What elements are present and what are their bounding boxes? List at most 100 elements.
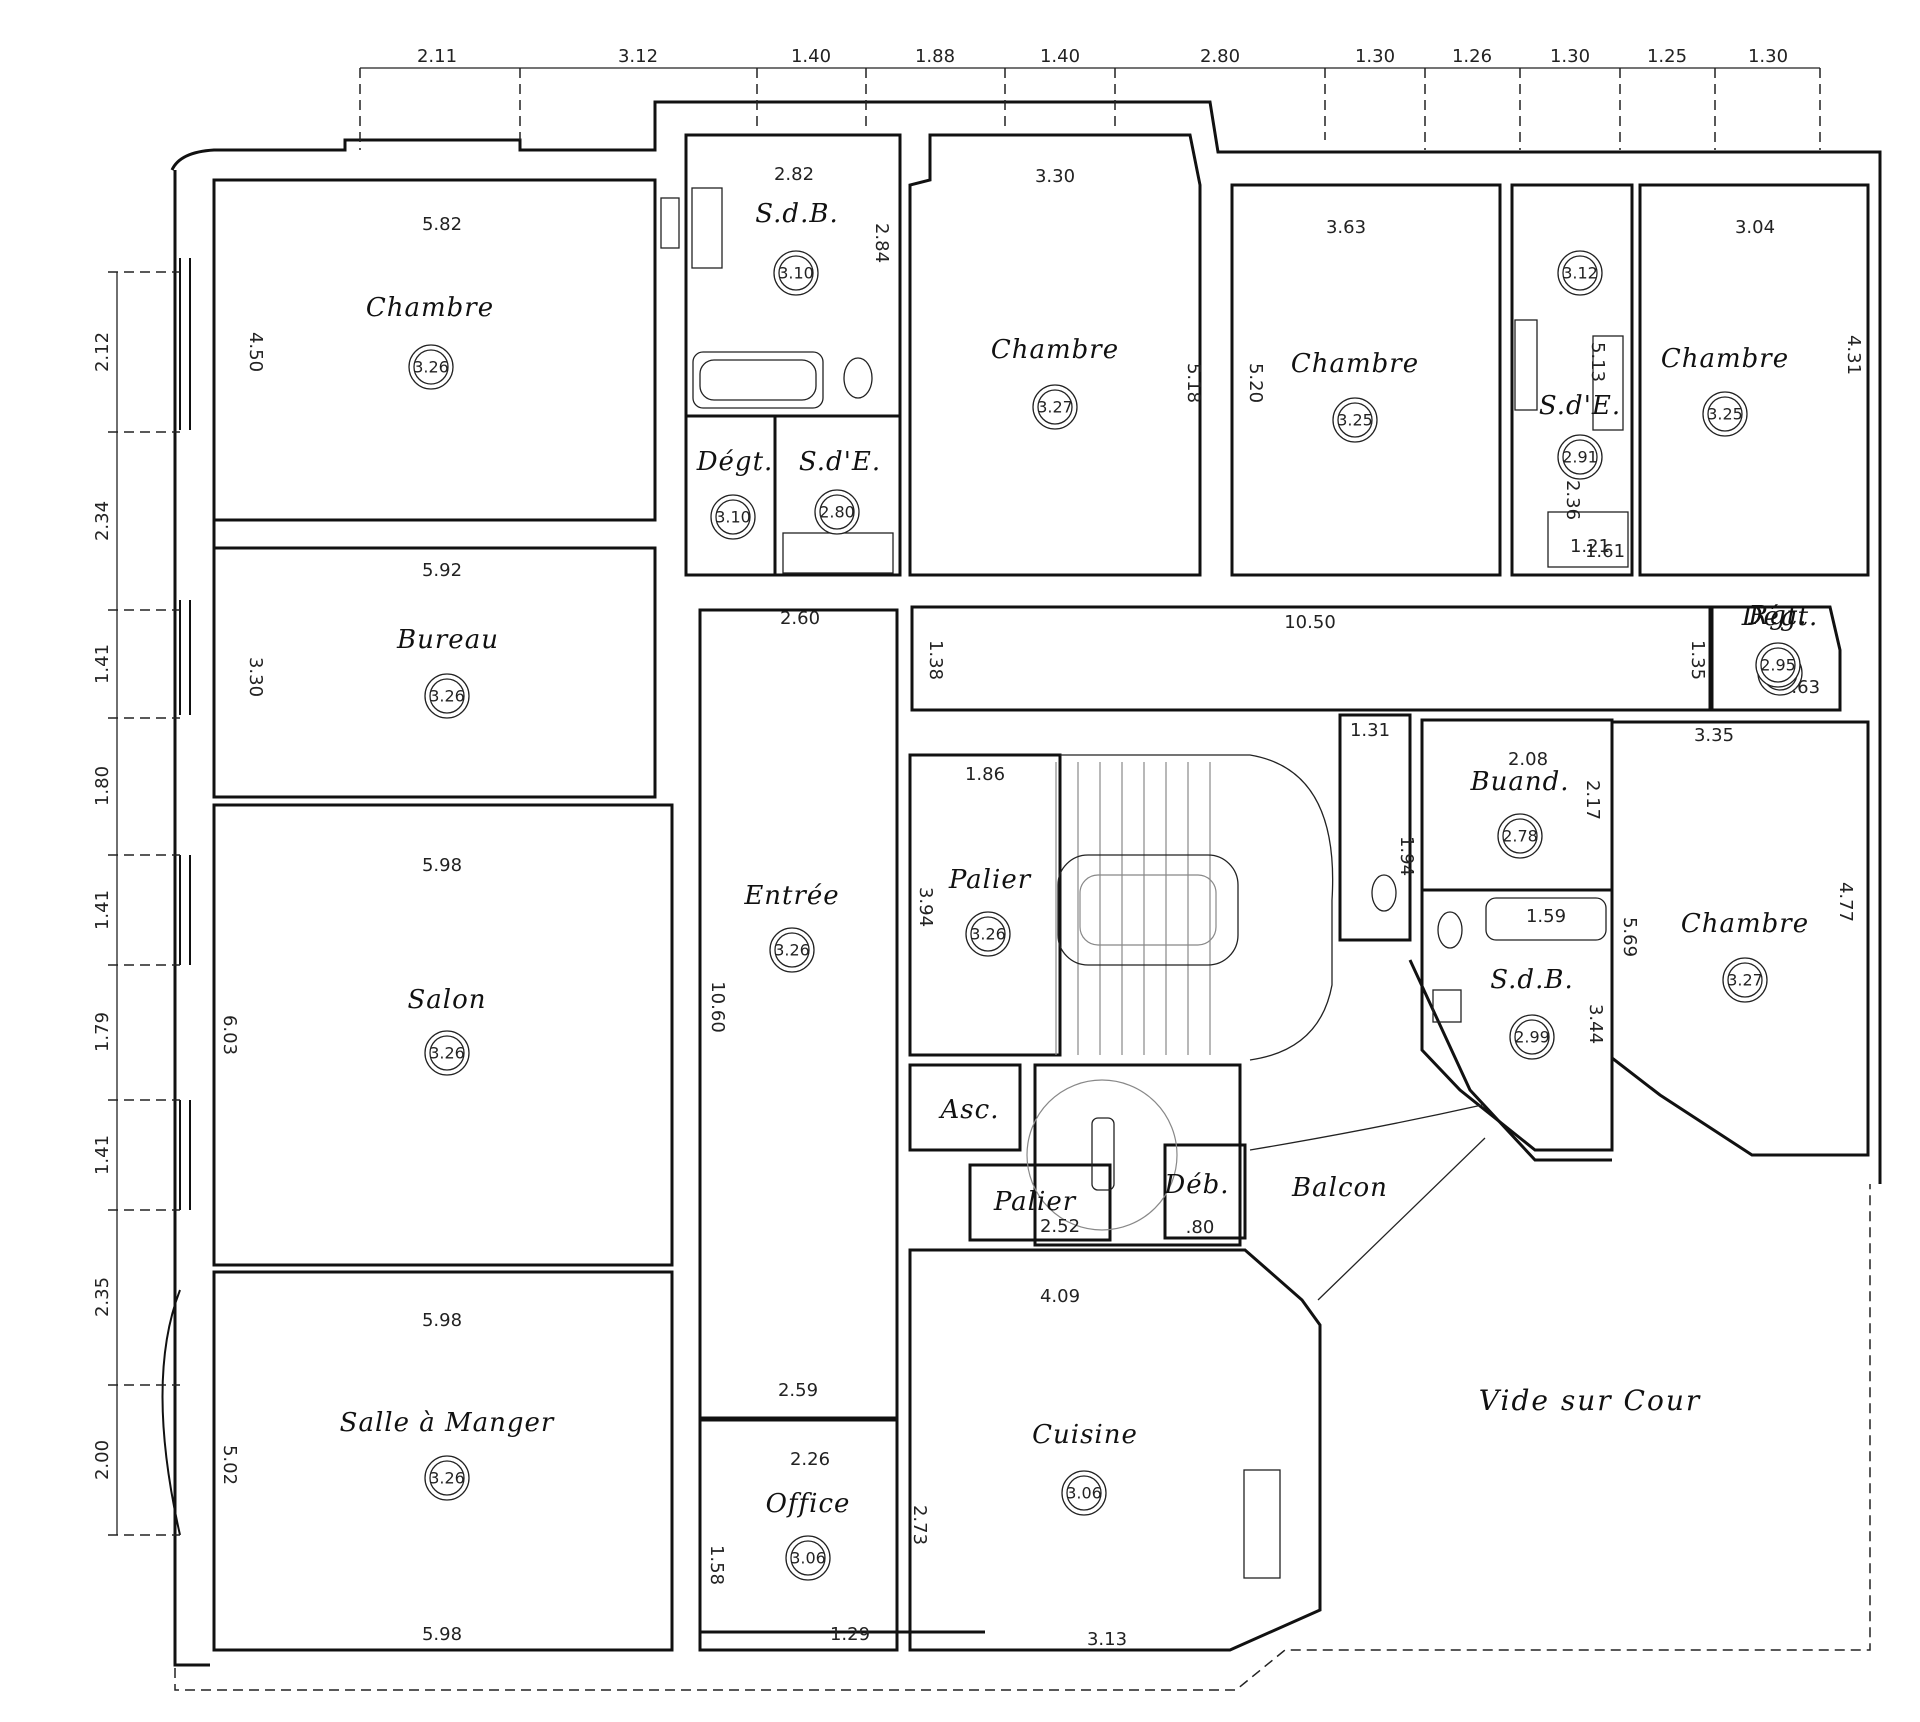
room-name: Chambre <box>1681 909 1809 939</box>
vide-sur-cour-label: Vide sur Cour <box>1479 1384 1701 1417</box>
room-dimension-label: 1.61 <box>1585 541 1625 562</box>
left-dimension-label: 1.80 <box>92 766 113 806</box>
ceiling-height-inner-circle <box>790 1540 826 1576</box>
room: Déb. <box>1163 1170 1228 1200</box>
room-name: S.d.B. <box>755 199 838 229</box>
room-dimension-label: 4.50 <box>245 332 266 372</box>
room-dimension-label: 1.94 <box>1396 836 1417 876</box>
left-dimension-label: 1.41 <box>92 644 113 684</box>
room-dimension-label: 5.98 <box>422 855 462 876</box>
room-name: Palier <box>948 865 1032 895</box>
top-dimension-label: 2.80 <box>1200 46 1240 67</box>
room-dimension-label: 2.73 <box>909 1505 930 1545</box>
room-dimension-label: 2.84 <box>871 223 892 263</box>
ceiling-height-inner-circle <box>970 916 1006 952</box>
room: S.d.B. 3.10 <box>755 199 838 296</box>
left-dimension-label: 1.79 <box>92 1012 113 1052</box>
ceiling-height-inner-circle <box>429 1460 465 1496</box>
room-name: Cuisine <box>1032 1420 1138 1450</box>
room-dimension-label: 2.26 <box>790 1449 830 1470</box>
ceiling-height-inner-circle <box>715 499 751 535</box>
ceiling-height-label: 3.26 <box>774 941 810 960</box>
room-dimension-label: 2.17 <box>1582 780 1603 820</box>
room-dimension-label: 5.18 <box>1183 363 1204 403</box>
ceiling-height-label: 3.25 <box>1337 411 1373 430</box>
room-dimension-label: 2.52 <box>1040 1216 1080 1237</box>
ceiling-height-label: 2.80 <box>819 503 855 522</box>
ceiling-height-label: 3.06 <box>1066 1484 1102 1503</box>
room-dimension-label: 10.60 <box>707 981 728 1033</box>
room-name: Chambre <box>366 293 494 323</box>
room-name: S.d.B. <box>1490 965 1573 995</box>
ceiling-height-label: 3.26 <box>429 1044 465 1063</box>
ceiling-height-label: 2.99 <box>1514 1028 1550 1047</box>
room-dimension-label: 1.29 <box>830 1624 870 1645</box>
left-dimension-label: 2.00 <box>92 1440 113 1480</box>
room-name: Salle à Manger <box>340 1408 555 1438</box>
ceiling-height-inner-circle <box>774 932 810 968</box>
room-dimension-labels: 5.824.502.822.843.305.183.635.203.044.31… <box>219 164 1864 1650</box>
room: Cuisine 3.06 <box>1032 1420 1138 1516</box>
fixtures <box>660 187 1629 1579</box>
ceiling-height-inner-circle <box>1760 647 1796 683</box>
room-dimension-label: 1.31 <box>1350 720 1390 741</box>
left-dimension-label: 2.12 <box>92 332 113 372</box>
room-name: Salon <box>407 985 486 1015</box>
room: 3.12 <box>1557 250 1603 296</box>
room-dimension-label: 2.60 <box>780 608 820 629</box>
room: Salon 3.26 <box>407 985 486 1076</box>
room: Palier <box>993 1187 1076 1217</box>
staircase <box>1026 762 1239 1231</box>
top-dimension-label: 1.30 <box>1748 46 1788 67</box>
room-dimension-label: 6.03 <box>219 1015 240 1055</box>
room-dimension-label: 5.02 <box>219 1445 240 1485</box>
room: Chambre 3.26 <box>366 293 494 390</box>
room-dimension-label: 5.69 <box>1619 917 1640 957</box>
room: Asc. <box>939 1095 999 1125</box>
left-dimension-label: 1.41 <box>92 1135 113 1175</box>
room-name: Chambre <box>1291 349 1419 379</box>
room-dimension-label: 5.82 <box>422 214 462 235</box>
ceiling-height-inner-circle <box>1562 439 1598 475</box>
room-dimension-label: 3.63 <box>1326 217 1366 238</box>
room-dimension-label: 3.30 <box>1035 166 1075 187</box>
ceiling-height-label: 3.10 <box>778 264 814 283</box>
ceiling-height-inner-circle <box>1037 389 1073 425</box>
ceiling-height-label: 2.95 <box>1760 656 1796 675</box>
room-name: Buand. <box>1469 767 1569 797</box>
room-dimension-label: 5.20 <box>1245 363 1266 403</box>
room-name: Chambre <box>1661 344 1789 374</box>
room-dimension-label: 3.44 <box>1585 1004 1606 1044</box>
room-dimension-label: 2.59 <box>778 1380 818 1401</box>
walls <box>161 100 1882 1691</box>
ceiling-height-label: 3.27 <box>1727 971 1763 990</box>
room-dimension-label: 3.30 <box>245 657 266 697</box>
room-dimension-label: 4.09 <box>1040 1286 1080 1307</box>
room-dimension-label: 5.92 <box>422 560 462 581</box>
ceiling-height-label: 3.12 <box>1562 264 1598 283</box>
room: Dégt.3.10 <box>696 447 772 540</box>
ceiling-height-label: 3.10 <box>715 508 751 527</box>
dimension-lines <box>108 67 1821 1536</box>
top-dimension-label: 2.11 <box>417 46 457 67</box>
room: S.d.B. 2.99 <box>1490 965 1573 1060</box>
room: Chambre 3.27 <box>1681 909 1809 1003</box>
room-dimension-label: 1.59 <box>1526 906 1566 927</box>
ceiling-height-inner-circle <box>1337 402 1373 438</box>
ceiling-height-inner-circle <box>1066 1475 1102 1511</box>
room-dimension-label: 5.98 <box>422 1310 462 1331</box>
room-dimension-label: 3.13 <box>1087 1629 1127 1650</box>
room: S.d'E.2.80 <box>799 447 880 535</box>
room-name: S.d'E. <box>1539 391 1621 421</box>
ceiling-height-inner-circle <box>1727 962 1763 998</box>
ceiling-height-label: 3.26 <box>413 358 449 377</box>
room: Buand.2.78 <box>1469 767 1569 859</box>
top-dimension-label: 1.40 <box>791 46 831 67</box>
ceiling-height-inner-circle <box>819 494 855 530</box>
ceiling-height-label: 3.26 <box>970 925 1006 944</box>
ceiling-height-inner-circle <box>1514 1019 1550 1055</box>
